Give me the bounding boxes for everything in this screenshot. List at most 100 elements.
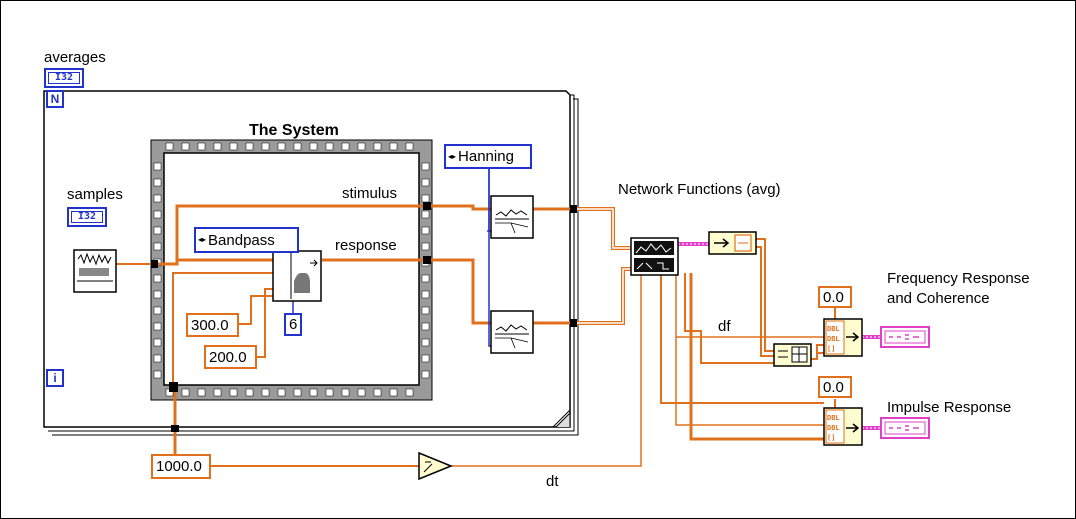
impulse-response-graph-indicator[interactable]: [880, 417, 930, 439]
film-hole: [181, 388, 190, 397]
svg-text:DBL: DBL: [827, 414, 840, 422]
impulse-response-label: Impulse Response: [887, 399, 1012, 416]
samples-type: I32: [71, 211, 103, 223]
film-hole: [389, 388, 398, 397]
averages-control[interactable]: I32: [44, 68, 84, 88]
film-hole: [293, 142, 302, 151]
film-hole: [153, 370, 162, 379]
loop-count-terminal[interactable]: N: [46, 90, 64, 108]
polar-conversion-node[interactable]: [773, 343, 812, 367]
film-hole: [389, 142, 398, 151]
film-hole: [325, 142, 334, 151]
film-hole: [341, 388, 350, 397]
svg-text:[]: []: [827, 434, 835, 442]
freq-x0-constant[interactable]: 0.0: [818, 286, 852, 308]
bundle-impulse-response[interactable]: DBL DBL []: [823, 407, 863, 446]
film-hole: [421, 322, 430, 331]
cluster-to-array-node[interactable]: [708, 231, 757, 255]
film-hole: [357, 142, 366, 151]
film-hole: [357, 388, 366, 397]
averages-type: I32: [48, 72, 80, 84]
filter-order-constant[interactable]: 6: [284, 313, 302, 336]
film-hole: [261, 142, 270, 151]
film-hole: [341, 142, 350, 151]
frequency-response-label-line1: Frequency Response: [887, 270, 1030, 287]
dt-label: dt: [546, 473, 559, 490]
film-hole: [153, 354, 162, 363]
network-functions-vi[interactable]: [630, 237, 679, 276]
samples-control[interactable]: I32: [67, 207, 107, 227]
svg-text:DBL: DBL: [827, 424, 840, 432]
ring-arrows-icon: ◂▸: [198, 235, 207, 244]
film-hole: [421, 178, 430, 187]
film-hole: [309, 142, 318, 151]
film-hole: [309, 388, 318, 397]
frequency-response-graph-indicator[interactable]: [880, 326, 930, 348]
bandpass-filter-vi[interactable]: [272, 250, 322, 302]
film-hole: [245, 142, 254, 151]
window-type-value: Hanning: [458, 148, 514, 165]
ring-arrows-icon: ◂▸: [448, 151, 457, 161]
film-hole: [373, 142, 382, 151]
film-hole: [325, 388, 334, 397]
averages-label: averages: [44, 49, 106, 66]
tunnels: [151, 202, 577, 432]
film-hole: [165, 142, 174, 151]
film-hole: [405, 142, 414, 151]
window-type-ring[interactable]: ◂▸ Hanning: [444, 144, 532, 169]
filter-type-ring[interactable]: ◂▸ Bandpass: [194, 227, 299, 253]
film-hole: [153, 242, 162, 251]
df-label: df: [718, 318, 731, 335]
svg-text:DBL: DBL: [827, 325, 840, 333]
film-hole: [421, 306, 430, 315]
low-cutoff-constant[interactable]: 200.0: [204, 345, 257, 369]
scaled-window-vi-response[interactable]: [490, 310, 534, 354]
high-cutoff-constant[interactable]: 300.0: [186, 313, 239, 337]
film-hole: [153, 306, 162, 315]
sampling-rate-constant[interactable]: 1000.0: [151, 454, 211, 479]
film-hole: [213, 388, 222, 397]
loop-iteration-terminal: i: [46, 369, 64, 387]
film-hole: [405, 388, 414, 397]
film-hole: [197, 142, 206, 151]
film-hole: [153, 162, 162, 171]
film-hole: [153, 290, 162, 299]
film-hole: [421, 290, 430, 299]
uniform-white-noise-vi[interactable]: [73, 249, 117, 293]
film-hole: [421, 162, 430, 171]
response-label: response: [335, 237, 397, 254]
scaled-window-vi-stimulus[interactable]: [490, 195, 534, 239]
film-hole: [277, 388, 286, 397]
film-hole: [229, 142, 238, 151]
film-hole: [421, 338, 430, 347]
film-hole: [277, 142, 286, 151]
frequency-response-label-line2: and Coherence: [887, 290, 990, 307]
film-hole: [153, 178, 162, 187]
film-hole: [153, 338, 162, 347]
film-hole: [153, 226, 162, 235]
film-hole: [373, 388, 382, 397]
film-hole: [153, 322, 162, 331]
film-hole: [421, 210, 430, 219]
filter-type-value: Bandpass: [208, 231, 275, 249]
film-hole: [153, 274, 162, 283]
sequence-title: The System: [249, 122, 339, 139]
stimulus-label: stimulus: [342, 185, 398, 202]
film-hole: [421, 370, 430, 379]
film-hole: [421, 194, 430, 203]
impulse-x0-constant[interactable]: 0.0: [818, 376, 852, 398]
reciprocal-node[interactable]: [418, 451, 453, 481]
film-hole: [245, 388, 254, 397]
film-hole: [229, 388, 238, 397]
network-functions-label: Network Functions (avg): [618, 181, 781, 198]
film-hole: [181, 142, 190, 151]
film-hole: [421, 274, 430, 283]
film-hole: [293, 388, 302, 397]
film-hole: [153, 210, 162, 219]
film-hole: [213, 142, 222, 151]
svg-text:DBL: DBL: [827, 335, 840, 343]
svg-text:[]: []: [827, 345, 835, 353]
bundle-frequency-response[interactable]: DBL DBL []: [823, 318, 863, 357]
